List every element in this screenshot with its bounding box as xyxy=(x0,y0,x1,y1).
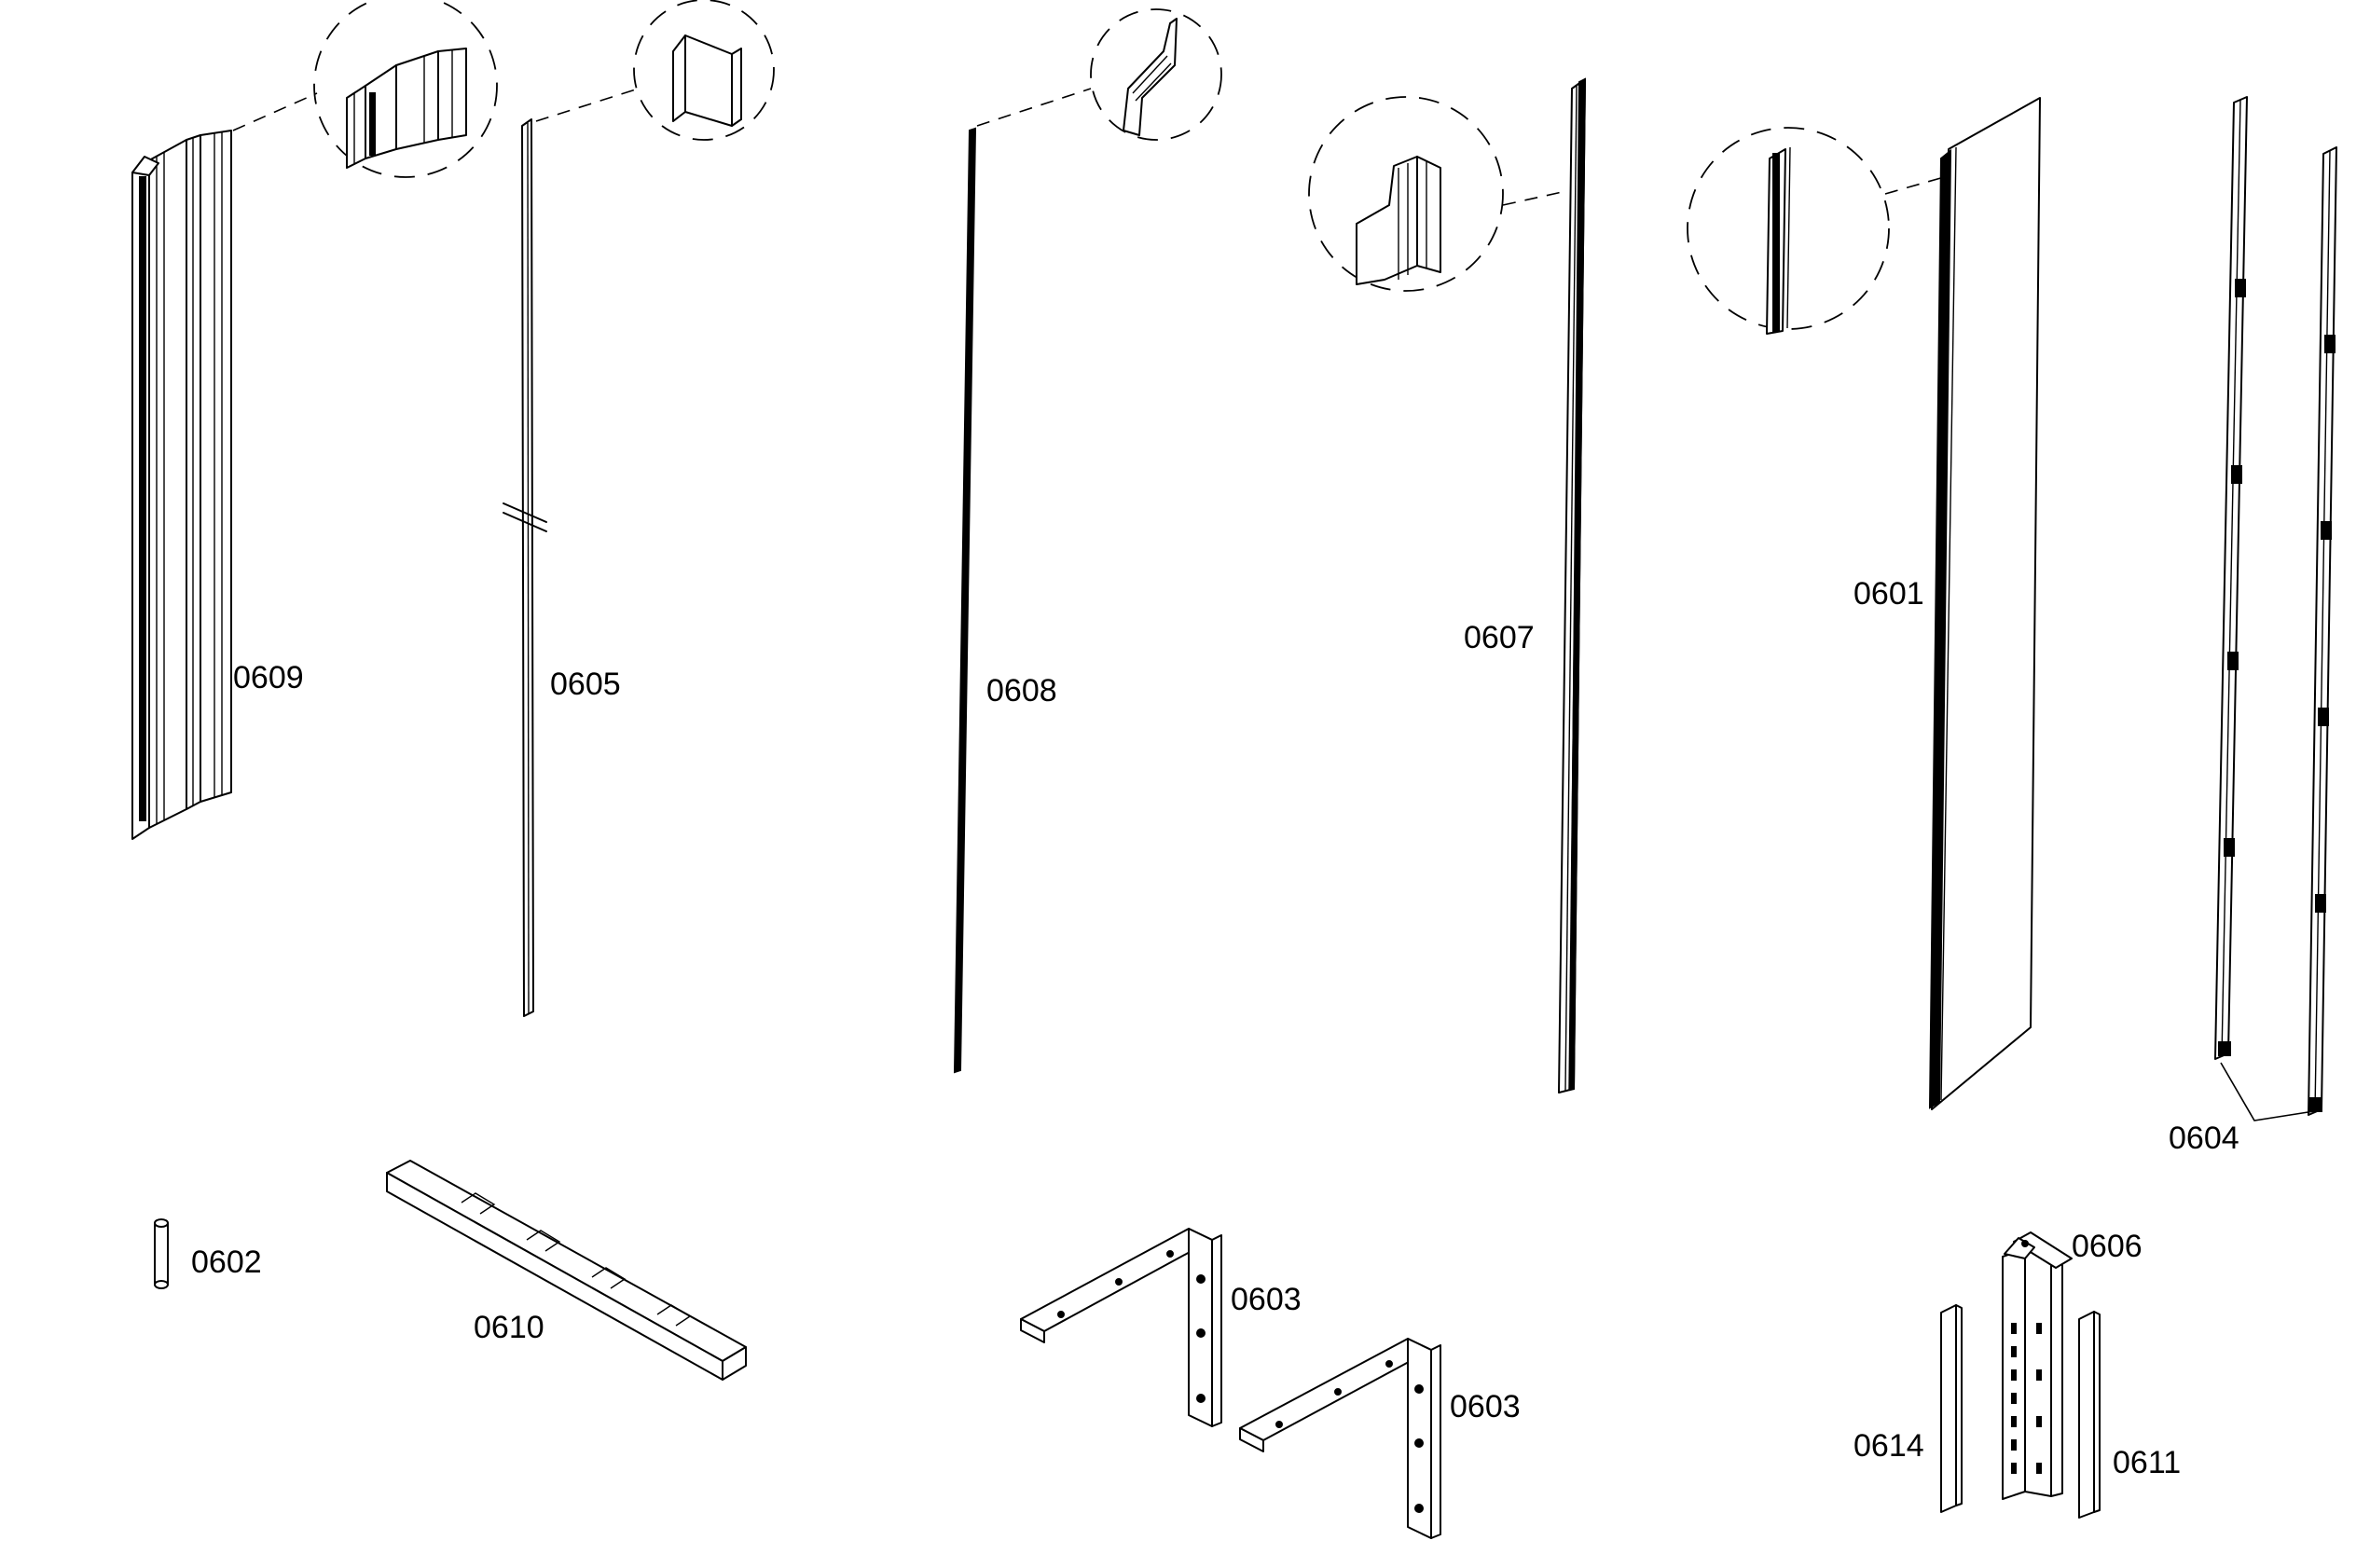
part-labels: 0609 0605 0608 0607 0601 0604 0602 0610 … xyxy=(191,576,2239,1480)
part-0602 xyxy=(154,1218,169,1289)
label-0609: 0609 xyxy=(233,660,304,695)
label-0603-upper: 0603 xyxy=(1231,1282,1302,1317)
label-0614: 0614 xyxy=(1853,1428,1924,1464)
part-0614 xyxy=(1940,1304,1963,1513)
label-0601: 0601 xyxy=(1853,576,1924,612)
part-0604 xyxy=(2214,96,2337,1121)
part-0608 xyxy=(953,8,1222,1074)
label-0605: 0605 xyxy=(550,667,621,702)
part-0611 xyxy=(2078,1311,2101,1519)
hinge-slots xyxy=(2011,1323,2042,1474)
part-0610 xyxy=(386,1160,747,1381)
label-0611: 0611 xyxy=(2113,1445,2181,1480)
label-0603-lower: 0603 xyxy=(1450,1389,1521,1424)
label-0610: 0610 xyxy=(474,1310,544,1345)
part-0606 xyxy=(2002,1231,2073,1500)
label-0604: 0604 xyxy=(2169,1121,2239,1156)
part-0603-lower xyxy=(1239,1338,1441,1539)
part-0607 xyxy=(1308,77,1587,1093)
part-0605 xyxy=(503,0,775,1017)
label-0608: 0608 xyxy=(986,673,1057,708)
part-0601 xyxy=(1687,97,2041,1110)
label-0606: 0606 xyxy=(2072,1229,2143,1264)
part-0609 xyxy=(131,0,498,840)
label-0602: 0602 xyxy=(191,1245,262,1280)
label-0607: 0607 xyxy=(1464,620,1535,655)
part-0603-upper xyxy=(1020,1228,1222,1427)
